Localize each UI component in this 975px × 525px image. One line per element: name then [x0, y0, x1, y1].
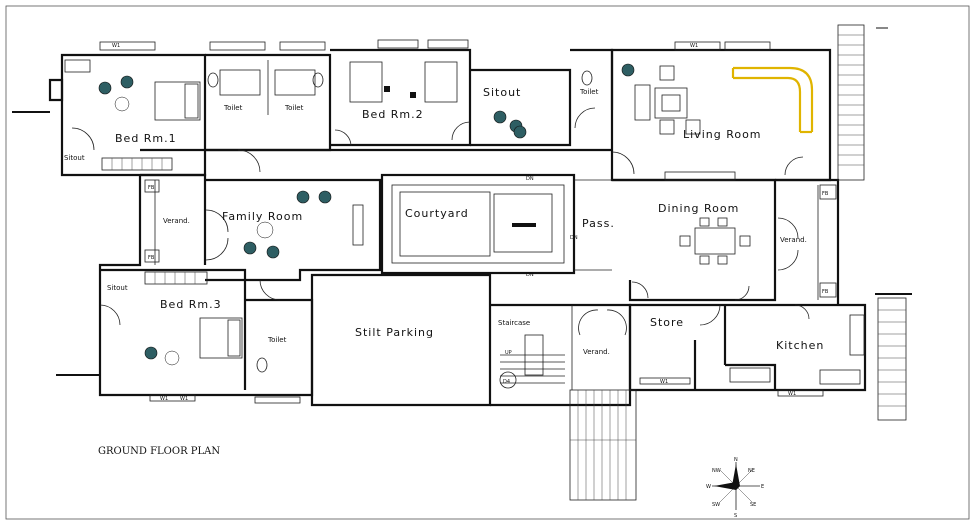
bed-rm-1-wardrobe: [101, 157, 173, 171]
label-verand-bottom: Verand.: [583, 348, 610, 356]
tag-w1: W1: [788, 391, 796, 397]
potted-plants: [98, 63, 635, 366]
sheet-border: [5, 5, 970, 520]
label-staircase: Staircase: [498, 319, 530, 327]
compass-ne: NE: [748, 468, 755, 474]
exterior-steps: [569, 24, 907, 501]
annotation-tags: FB FB FB FB DN DN DN UP D4 W1 W1 W1 W1 W…: [112, 43, 829, 402]
bed-rm-3-wardrobe: [144, 271, 208, 285]
compass-w: W: [706, 484, 711, 490]
label-verand-left: Verand.: [163, 217, 190, 225]
tag-fb: FB: [822, 191, 829, 197]
label-bed-rm-2: Bed Rm.2: [362, 108, 424, 121]
label-store: Store: [650, 316, 684, 329]
tag-w1: W1: [690, 43, 698, 49]
tag-dn: DN: [526, 272, 534, 278]
north-arrow-compass: N S E W NE NW SE SW: [706, 457, 764, 519]
tag-up: UP: [505, 350, 512, 356]
label-bed-rm-3: Bed Rm.3: [160, 298, 222, 311]
label-sitout-left-1: Sitout: [64, 154, 85, 162]
compass-se: SE: [750, 502, 756, 508]
label-family-room: Family Room: [222, 210, 303, 223]
label-stilt-parking: Stilt Parking: [355, 326, 434, 339]
label-courtyard: Courtyard: [405, 207, 469, 220]
label-kitchen: Kitchen: [776, 339, 824, 352]
compass-nw: NW: [712, 468, 721, 474]
tag-w1: W1: [112, 43, 120, 49]
compass-n: N: [734, 457, 738, 463]
tag-w1: W1: [180, 396, 188, 402]
tag-w1: W1: [160, 396, 168, 402]
label-pass: Pass.: [582, 217, 615, 230]
label-sitout-left-2: Sitout: [107, 284, 128, 292]
tag-fb: FB: [148, 255, 155, 261]
tag-dn: DN: [526, 176, 534, 182]
walls: [12, 27, 912, 407]
label-verand-right: Verand.: [780, 236, 807, 244]
compass-e: E: [761, 484, 764, 490]
label-bed-rm-1: Bed Rm.1: [115, 132, 177, 145]
furniture: [64, 59, 865, 389]
label-sitout-top: Sitout: [483, 86, 521, 99]
drawing-title: GROUND FLOOR PLAN: [98, 446, 220, 457]
tag-fb: FB: [148, 185, 155, 191]
label-toilet-2: Toilet: [284, 104, 304, 112]
room-labels: Bed Rm.1 Toilet Toilet Bed Rm.2 Sitout T…: [64, 86, 824, 356]
tag-dn: DN: [570, 235, 578, 241]
compass-s: S: [734, 513, 737, 519]
windows: [99, 39, 837, 404]
label-toilet-3: Toilet: [579, 88, 599, 96]
label-living-room: Living Room: [683, 128, 762, 141]
label-dining-room: Dining Room: [658, 202, 739, 215]
tag-d4: D4: [503, 379, 510, 385]
label-toilet-4: Toilet: [267, 336, 287, 344]
label-toilet-1: Toilet: [223, 104, 243, 112]
doors: [71, 107, 810, 336]
tag-fb: FB: [822, 289, 829, 295]
compass-sw: SW: [712, 502, 720, 508]
tag-w1: W1: [660, 379, 668, 385]
